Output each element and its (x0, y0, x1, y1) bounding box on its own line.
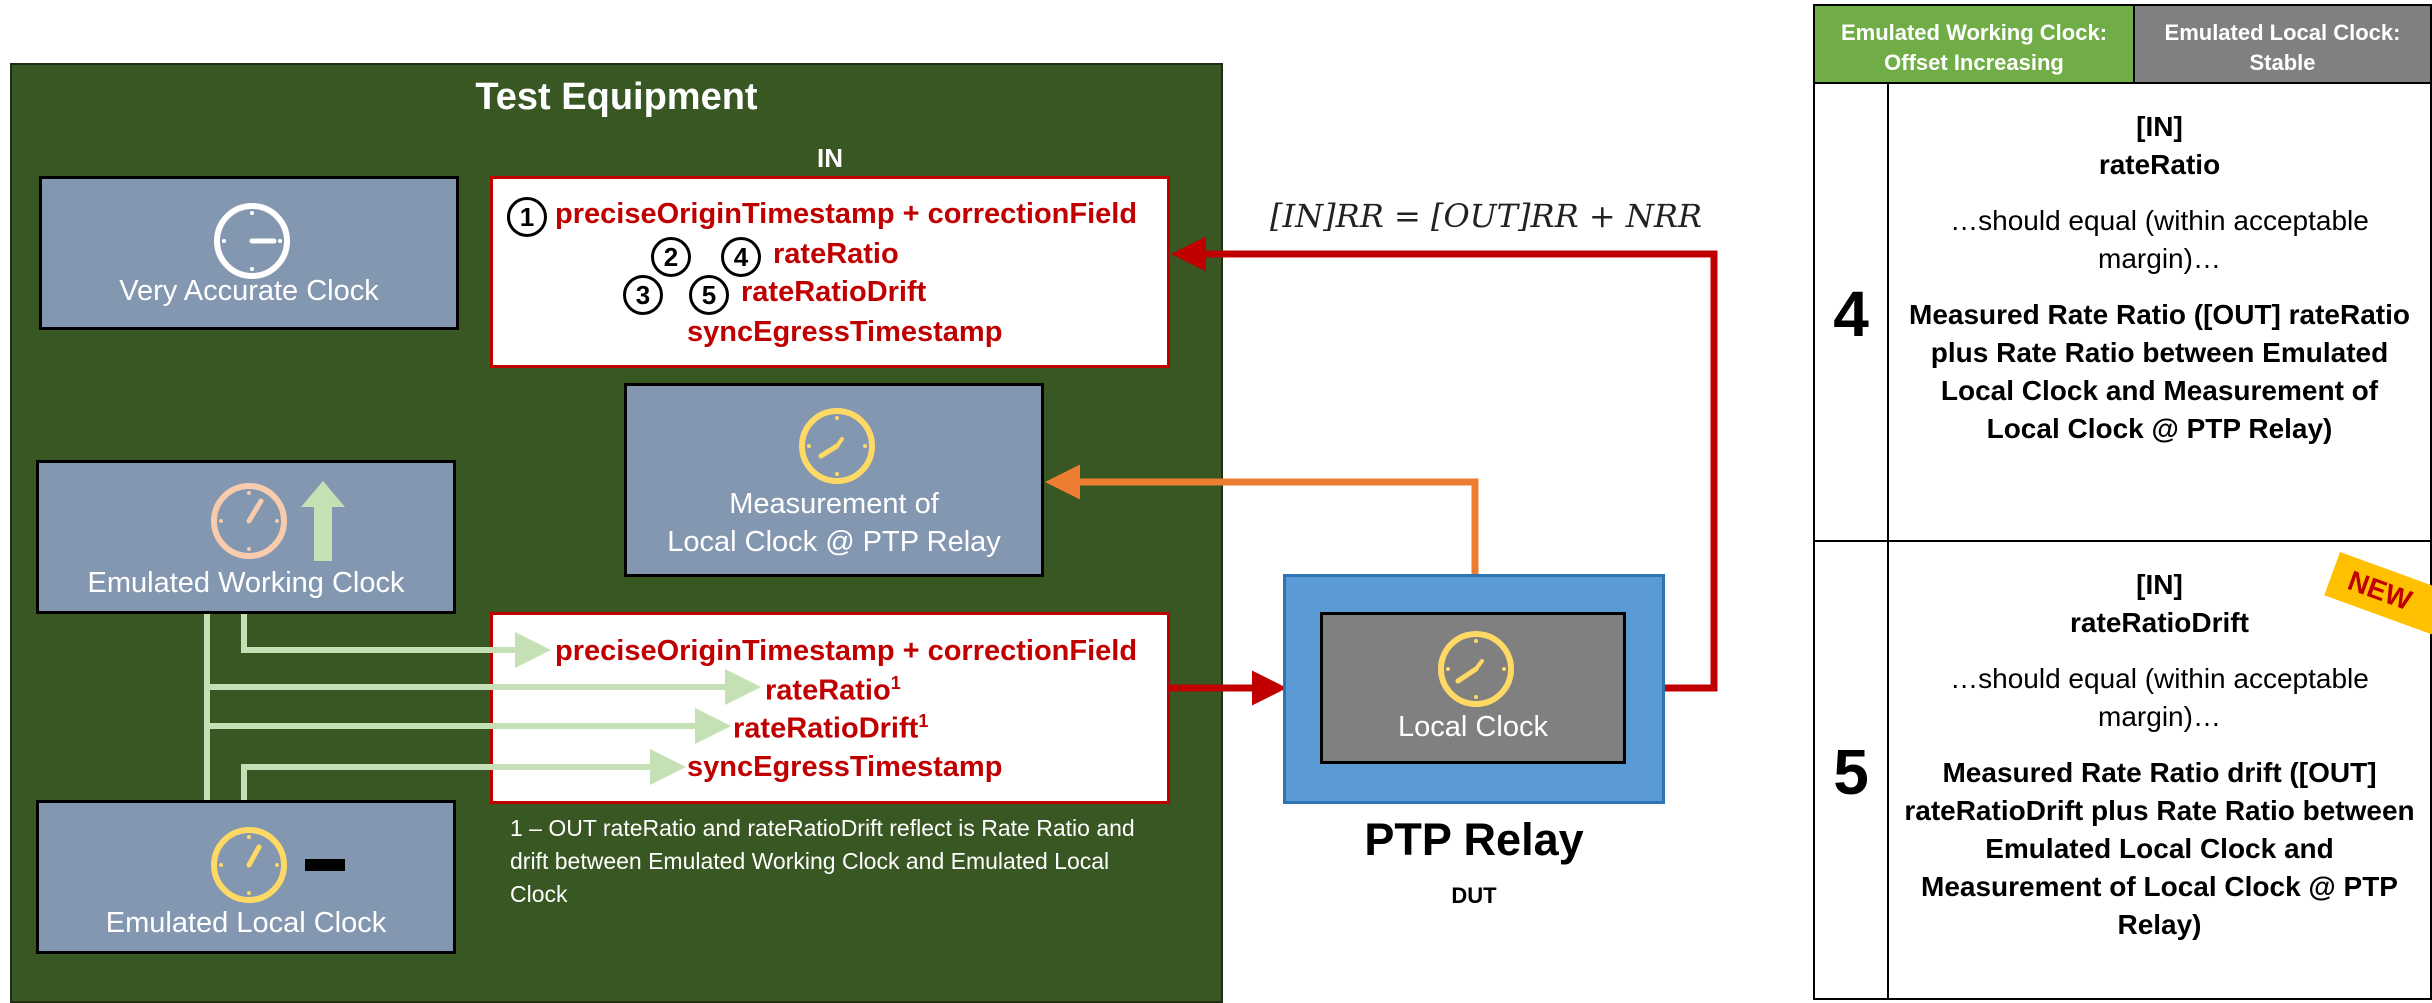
emulated-working-clock-label: Emulated Working Clock (87, 567, 405, 599)
in-sync-egress-field: syncEgressTimestamp (687, 316, 1003, 348)
row-5-number: 5 (1813, 540, 1889, 1000)
row-4-bottom: Measured Rate Ratio ([OUT] rateRatio plu… (1909, 299, 2410, 444)
out-fields-box: preciseOriginTimestamp + correctionField… (490, 612, 1170, 804)
step-2-marker: 2 (651, 237, 691, 277)
out-precise-origin-field: preciseOriginTimestamp + correctionField (555, 635, 1138, 667)
in-rate-ratio-field: rateRatio (773, 238, 899, 270)
in-precise-origin-field: preciseOriginTimestamp + correctionField (555, 198, 1138, 230)
step-3-marker: 3 (623, 275, 663, 315)
arrow-up-icon (301, 481, 345, 561)
row-5-bottom: Measured Rate Ratio drift ([OUT] rateRat… (1904, 757, 2415, 940)
very-accurate-clock-box: Very Accurate Clock (39, 176, 459, 330)
row-4-line1: [IN] (2136, 111, 2183, 142)
relay-to-measurement-arrow (1045, 464, 1479, 612)
green-arrows (204, 614, 761, 800)
row-4-line2: rateRatio (2098, 149, 2221, 180)
minus-icon (305, 859, 345, 871)
test-equipment-title: Test Equipment (475, 76, 758, 118)
emulated-local-clock-label: Emulated Local Clock (105, 907, 387, 939)
out-sync-egress-field: syncEgressTimestamp (687, 751, 1003, 783)
footnote: 1 – OUT rateRatio and rateRatioDrift ref… (510, 815, 1135, 907)
ptp-relay-title: PTP Relay (1364, 814, 1584, 865)
rate-ratio-formula: [IN]RR = [OUT]RR + NRR (1270, 197, 1702, 235)
row-5-line1: [IN] (2136, 569, 2183, 600)
step-4-marker: 4 (721, 237, 761, 277)
in-fields-box: 1 preciseOriginTimestamp + correctionFie… (490, 176, 1170, 368)
ptp-relay-subtitle: DUT (1451, 883, 1497, 908)
step-1-marker: 1 (507, 197, 547, 237)
row-5-line2: rateRatioDrift (2070, 607, 2249, 638)
out-rate-ratio-superscript: 1 (890, 673, 901, 693)
header-working-clock: Emulated Working Clock: Offset Increasin… (1813, 4, 2135, 84)
measurement-label-line1: Measurement of (729, 488, 939, 520)
emulated-local-clock-box: Emulated Local Clock (36, 800, 456, 954)
measurement-label-line2: Local Clock @ PTP Relay (667, 526, 1001, 558)
out-rate-ratio-drift-field: rateRatioDrift1 (733, 711, 928, 746)
out-rate-ratio-drift-text: rateRatioDrift (733, 712, 919, 745)
clock-icon (211, 483, 287, 559)
in-label: IN (817, 143, 843, 173)
out-rate-ratio-field: rateRatio1 (765, 673, 901, 708)
local-clock-label: Local Clock (1398, 711, 1548, 743)
out-rate-ratio-text: rateRatio (765, 674, 891, 707)
row-5-content: [IN] rateRatioDrift …should equal (withi… (1887, 540, 2432, 1000)
emulated-working-clock-box: Emulated Working Clock (36, 460, 456, 614)
out-rate-ratio-drift-superscript: 1 (918, 711, 929, 731)
relay-to-in-arrow (1171, 236, 1718, 692)
measurement-clock-box: Measurement of Local Clock @ PTP Relay (624, 383, 1044, 577)
clock-icon (214, 203, 290, 279)
clock-icon (211, 827, 287, 903)
in-rate-ratio-drift-field: rateRatioDrift (741, 276, 927, 308)
row-4-number: 4 (1813, 82, 1889, 542)
local-clock-box: Local Clock (1320, 612, 1626, 764)
header-local-clock: Emulated Local Clock: Stable (2133, 4, 2432, 84)
expectation-table: Emulated Working Clock: Offset Increasin… (1813, 4, 2432, 1000)
clock-icon (799, 408, 875, 484)
row-5-middle: …should equal (within acceptable margin)… (1950, 663, 2369, 732)
step-5-marker: 5 (689, 275, 729, 315)
row-4-content: [IN] rateRatio …should equal (within acc… (1887, 82, 2432, 542)
row-4-middle: …should equal (within acceptable margin)… (1950, 205, 2369, 274)
clock-icon (1438, 631, 1514, 707)
very-accurate-clock-label: Very Accurate Clock (119, 275, 379, 307)
